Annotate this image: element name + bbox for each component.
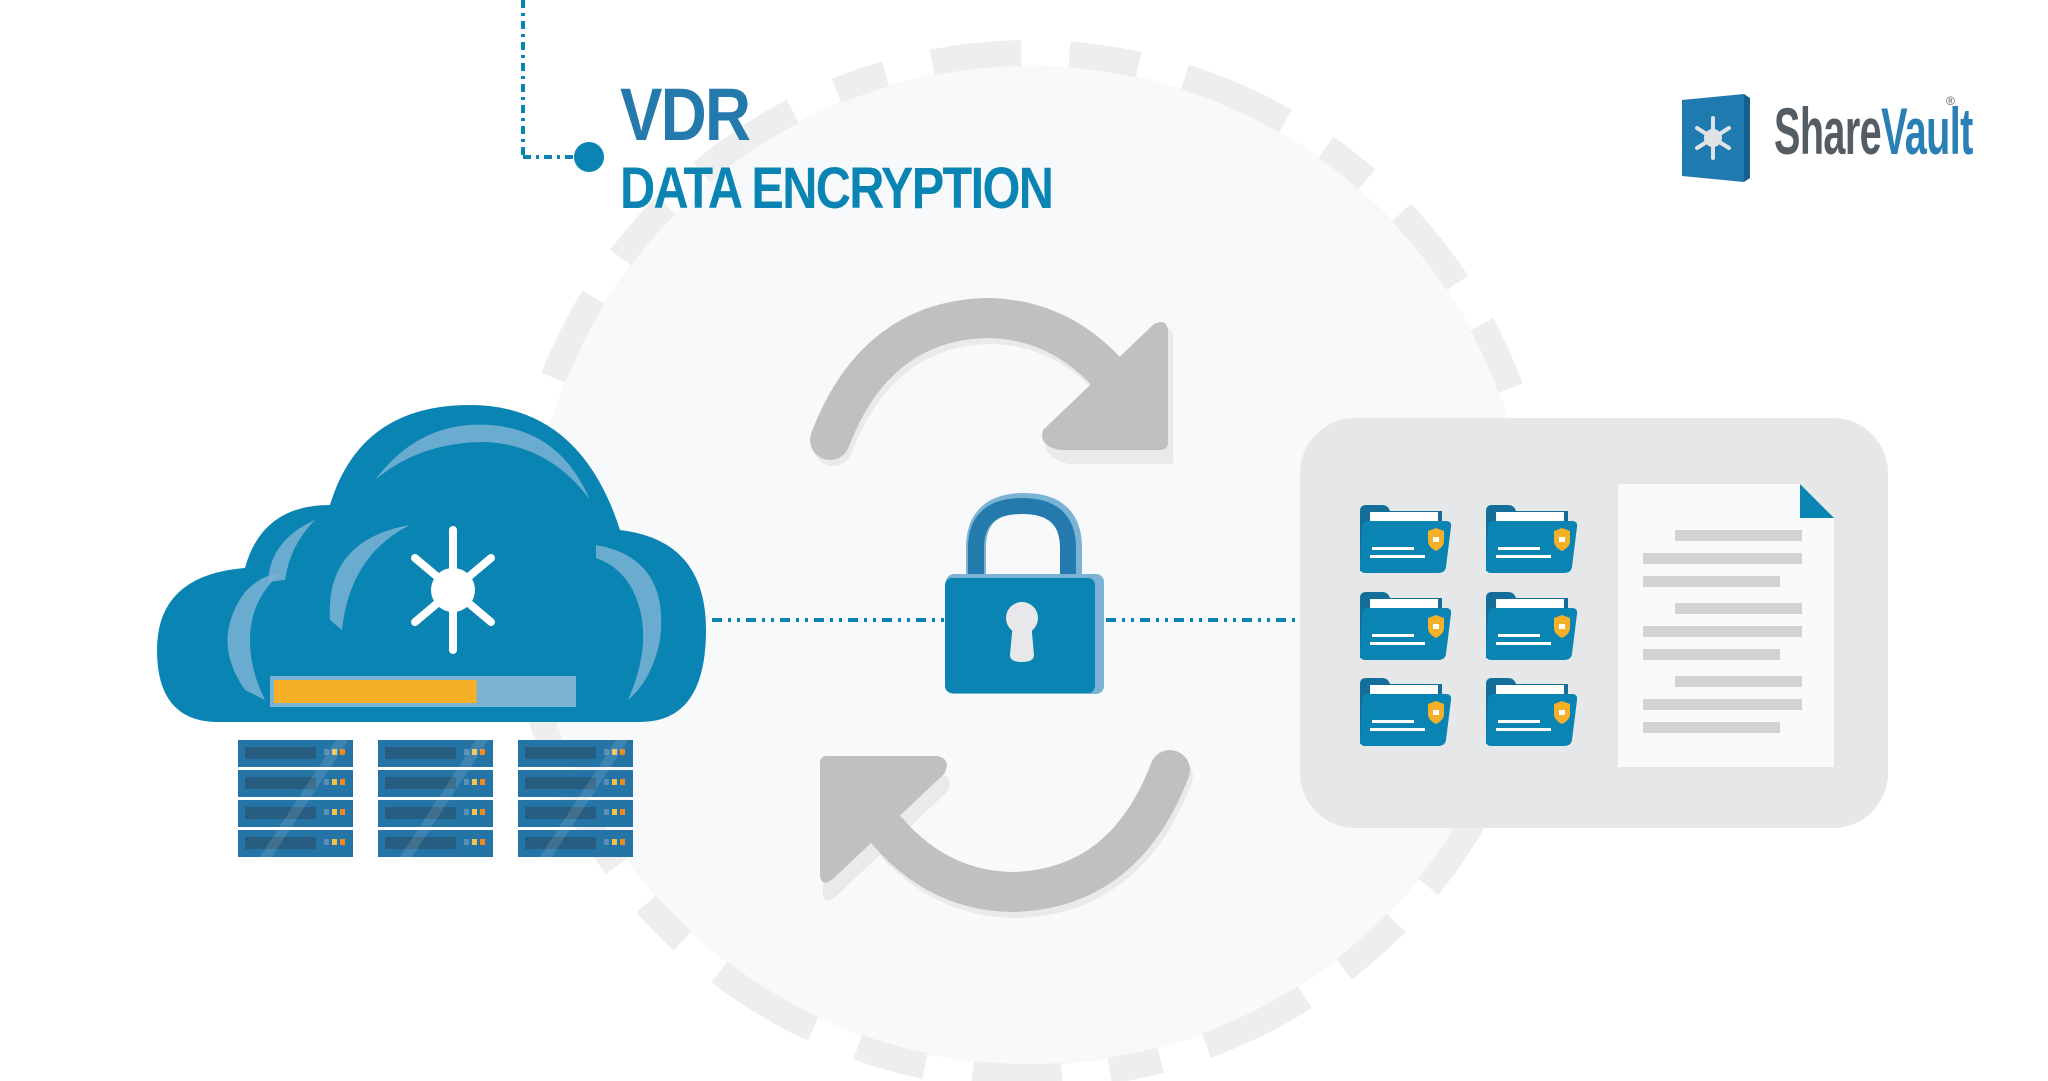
logo-word-vault: Vault (1881, 94, 1973, 168)
server-glare (258, 740, 348, 860)
progress-fill (274, 680, 477, 703)
secure-folder-icon (1486, 505, 1578, 573)
document-text-line (1675, 530, 1802, 541)
server-glare (398, 740, 488, 860)
server-racks (238, 740, 633, 860)
server-unit (378, 770, 493, 797)
vault-safe-icon (1682, 94, 1750, 182)
shield-lock-icon (1428, 528, 1444, 551)
document-text-line (1675, 603, 1802, 614)
document-text-line (1643, 626, 1802, 637)
logo-wordmark: ShareVault (1774, 98, 1973, 164)
padlock-icon (945, 492, 1104, 694)
title-vdr: VDR (620, 73, 751, 156)
server-unit (518, 740, 633, 767)
document-icon (1618, 484, 1834, 767)
sync-arrow-counterclockwise (820, 750, 1193, 919)
shield-lock-icon (1554, 701, 1570, 724)
sync-arrow-clockwise (810, 297, 1176, 466)
background-circle (530, 65, 1530, 1065)
shield-lock-icon (1554, 615, 1570, 638)
secure-folder-icon (1486, 592, 1578, 660)
title-data-encryption: DATA ENCRYPTION (620, 156, 1054, 221)
shield-lock-icon (1554, 528, 1570, 551)
shield-lock-icon (1428, 701, 1444, 724)
cloud (157, 405, 706, 722)
server-unit (518, 800, 633, 827)
shield-lock-icon (1428, 615, 1444, 638)
server-unit (378, 740, 493, 767)
document-text-line (1643, 649, 1780, 660)
title-connector-dot (574, 142, 604, 172)
server-unit (238, 800, 353, 827)
logo-word-share: Share (1774, 94, 1882, 168)
data-room-panel (1300, 418, 1888, 828)
cloud-progress-bar (270, 676, 576, 707)
server-unit (378, 800, 493, 827)
folder-grid (1360, 505, 1578, 746)
server-unit (238, 740, 353, 767)
secure-folder-icon (1360, 592, 1452, 660)
secure-folder-icon (1360, 505, 1452, 573)
secure-folder-icon (1486, 678, 1578, 746)
registered-mark: ® (1946, 94, 1955, 108)
server-glare (538, 740, 628, 860)
sharevault-logo[interactable]: ShareVault ® (1678, 92, 1978, 184)
document-text-line (1643, 553, 1802, 564)
document-text-line (1643, 722, 1780, 733)
server-unit (238, 770, 353, 797)
secure-folder-icon (1360, 678, 1452, 746)
server-unit (518, 830, 633, 857)
server-unit (378, 830, 493, 857)
document-text-line (1675, 676, 1802, 687)
document-text-line (1643, 576, 1780, 587)
server-unit (518, 770, 633, 797)
server-unit (238, 830, 353, 857)
document-text-line (1643, 699, 1802, 710)
